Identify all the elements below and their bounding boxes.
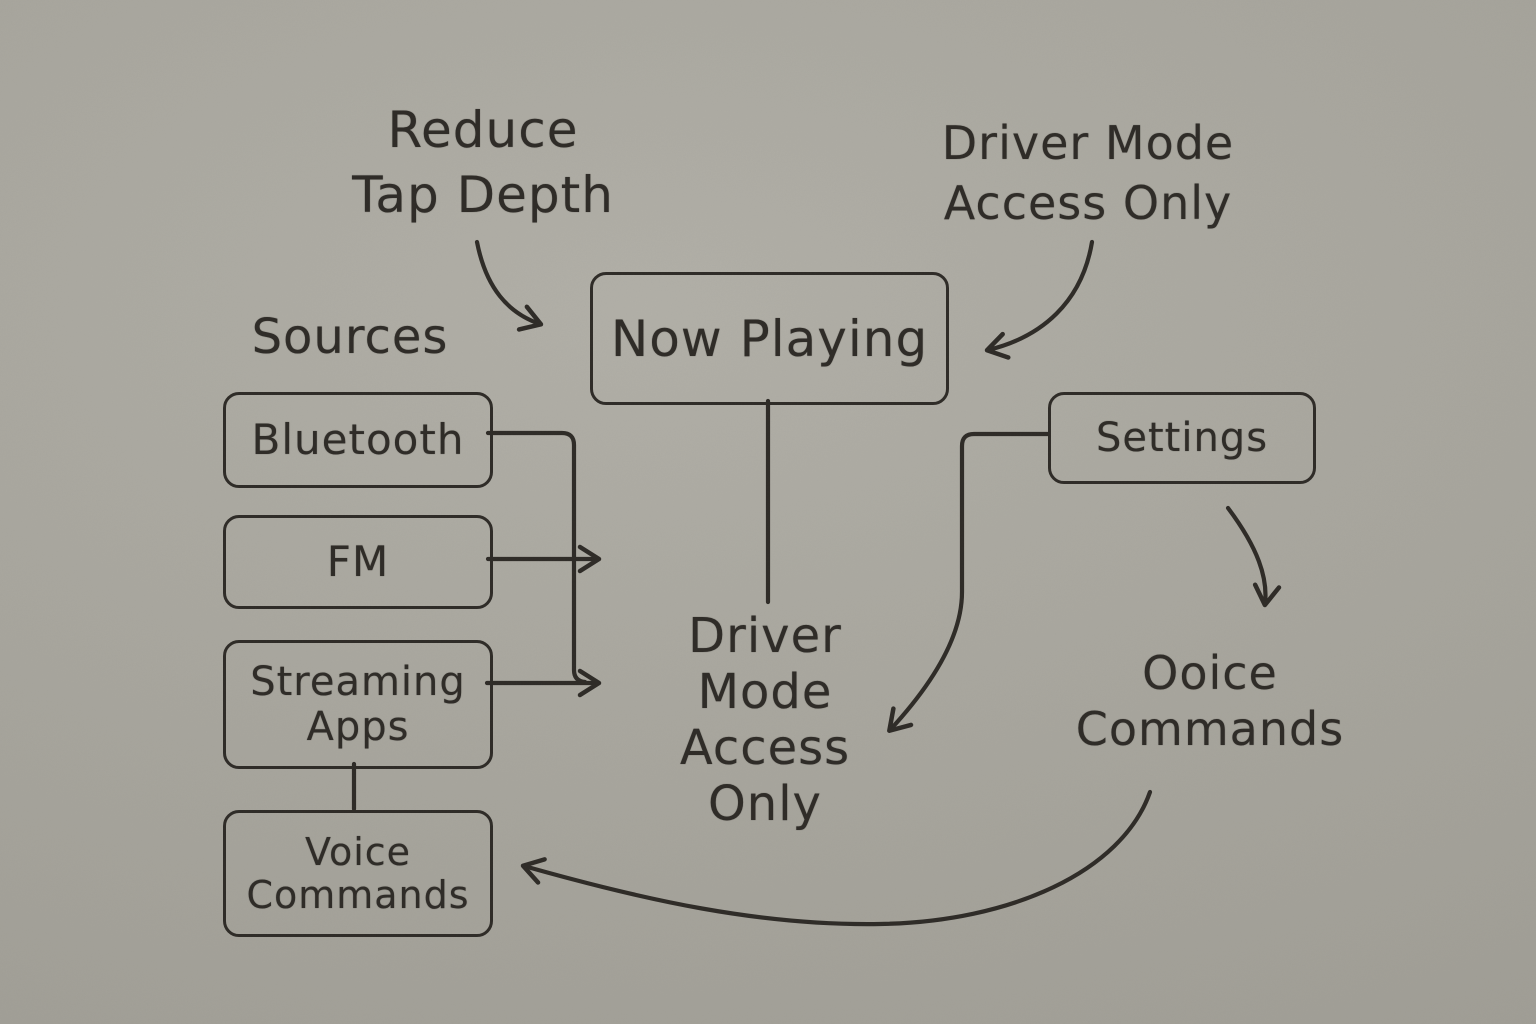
streaming-apps-box: Streaming Apps (223, 640, 493, 769)
voice-commands-line2: Commands (246, 872, 470, 917)
settings-box: Settings (1048, 392, 1316, 484)
driver-mode-access-only-mid-note: Driver Mode Access Only (640, 608, 890, 833)
reduce-tap-depth-line1: Reduce (387, 101, 579, 159)
ooice-commands-note: Ooice Commands (1055, 645, 1365, 757)
arrow-driver-mode-top-to-now-playing (984, 239, 1095, 360)
ooice-commands-line1: Ooice (1142, 646, 1278, 700)
now-playing-box: Now Playing (590, 272, 949, 405)
settings-label: Settings (1095, 414, 1269, 461)
fm-label: FM (326, 537, 390, 587)
sources-label: Sources (251, 309, 449, 365)
streaming-apps-line1: Streaming (250, 658, 466, 705)
voice-commands-box: Voice Commands (223, 810, 493, 937)
driver-mode-mid-line1: Driver (688, 608, 842, 664)
driver-mode-mid-line2: Mode (697, 664, 833, 721)
arrow-settings-to-driver-mode-mid (887, 431, 1051, 733)
reduce-tap-depth-note: Reduce Tap Depth (290, 98, 676, 228)
voice-commands-line1: Voice (304, 829, 412, 874)
driver-mode-mid-line4: Only (708, 776, 822, 833)
bluetooth-label: Bluetooth (251, 415, 465, 465)
reduce-tap-depth-line2: Tap Depth (352, 166, 614, 224)
fm-box: FM (223, 515, 493, 609)
arrow-settings-to-ooice-commands (1225, 505, 1282, 608)
driver-mode-top-line2: Access Only (943, 175, 1233, 230)
now-playing-label: Now Playing (610, 309, 929, 368)
streaming-apps-line2: Apps (306, 703, 410, 750)
ooice-commands-line2: Commands (1075, 702, 1345, 757)
bluetooth-box: Bluetooth (223, 392, 493, 488)
driver-mode-top-line1: Driver Mode (941, 116, 1235, 170)
driver-mode-access-only-top-note: Driver Mode Access Only (895, 114, 1281, 234)
driver-mode-mid-line3: Access (679, 720, 851, 777)
